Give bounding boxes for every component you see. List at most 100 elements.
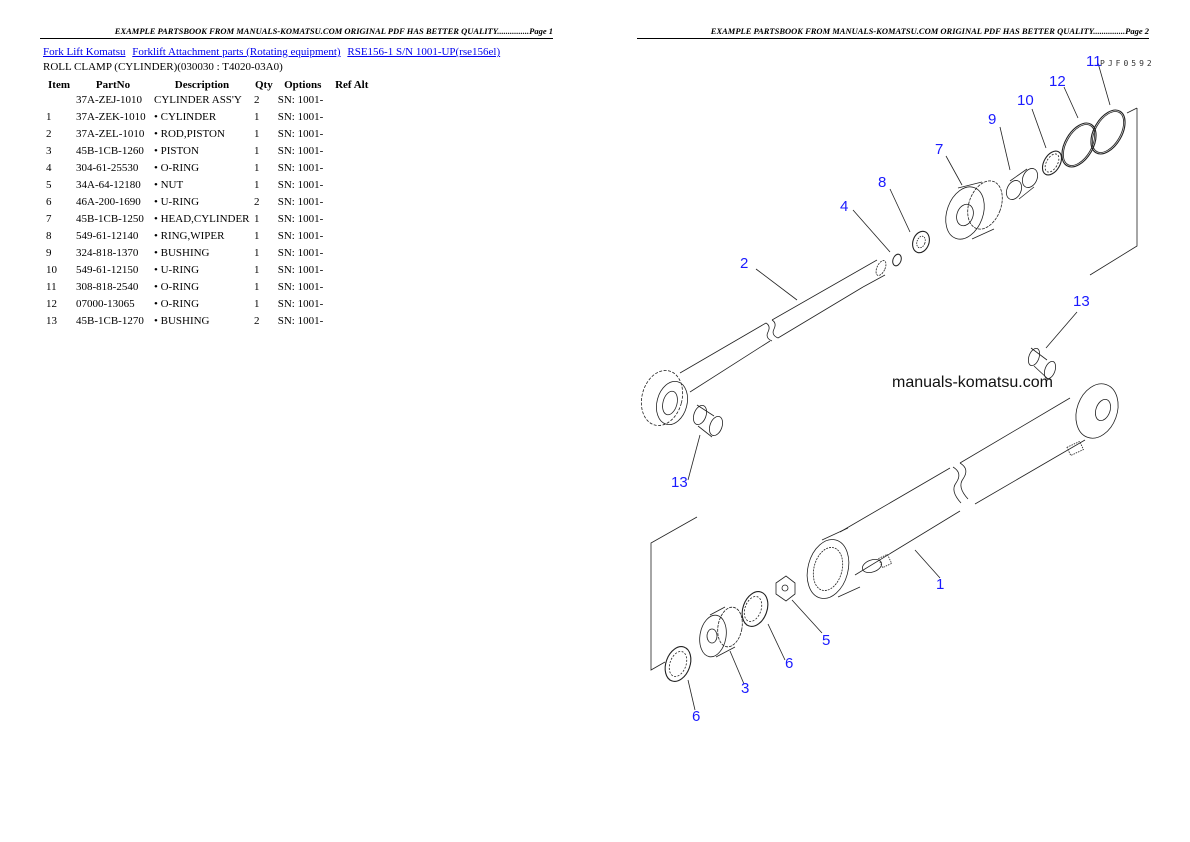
page-title: ROLL CLAMP (CYLINDER)(030030 : T4020-03A… <box>43 61 283 73</box>
cell-options: SN: 1001- <box>277 281 324 293</box>
callout-10: 10 <box>1017 92 1034 109</box>
cell-description: • BUSHING <box>154 247 210 259</box>
column-header-ref-alt: Ref Alt <box>335 78 369 91</box>
cell-item: 6 <box>46 196 52 208</box>
cell-ref-alt <box>330 109 374 126</box>
page2-header: EXAMPLE PARTSBOOK FROM MANUALS-KOMATSU.C… <box>637 26 1149 39</box>
callout-3: 3 <box>741 680 749 697</box>
cell-qty: 2 <box>254 196 260 208</box>
breadcrumb-link-rse156-model[interactable]: RSE156-1 S/N 1001-UP(rse156el) <box>347 46 501 58</box>
cell-ref-alt <box>330 296 374 313</box>
cell-ref-alt <box>330 177 374 194</box>
cell-options: SN: 1001- <box>277 264 324 276</box>
cell-item: 1 <box>46 111 52 123</box>
cell-options: SN: 1001- <box>277 247 324 259</box>
cell-qty: 1 <box>254 213 260 225</box>
cell-ref-alt <box>330 228 374 245</box>
cell-item: 8 <box>46 230 52 242</box>
callout-4: 4 <box>840 198 848 215</box>
cell-qty: 1 <box>254 179 260 191</box>
cell-options: SN: 1001- <box>277 128 324 140</box>
cell-item <box>44 92 74 109</box>
cell-description: • HEAD,CYLINDER <box>154 213 250 225</box>
cell-ref-alt <box>330 262 374 279</box>
cell-partno: 37A-ZEL-1010 <box>76 128 145 140</box>
cell-description: • CYLINDER <box>154 111 217 123</box>
cell-ref-alt <box>330 160 374 177</box>
parts-table: Item PartNo Description Qty Options Ref … <box>44 77 374 347</box>
callout-6-right: 6 <box>785 655 793 672</box>
watermark-text: manuals-komatsu.com <box>892 374 1053 391</box>
table-row: 13 45B-1CB-1270 • BUSHING 2 SN: 1001- <box>44 313 374 330</box>
callout-9: 9 <box>988 111 996 128</box>
drawing-code: PJF0592 <box>1100 59 1155 68</box>
cell-description: CYLINDER ASS'Y <box>154 94 242 106</box>
breadcrumb-link-forklift-attachment-parts[interactable]: Forklift Attachment parts (Rotating equi… <box>132 46 341 58</box>
table-row: 10 549-61-12150 • U-RING 1 SN: 1001- <box>44 262 374 279</box>
breadcrumb-link-fork-lift-komatsu[interactable]: Fork Lift Komatsu <box>43 46 126 58</box>
cell-description <box>152 330 252 347</box>
cell-options: SN: 1001- <box>277 179 324 191</box>
cell-ref-alt <box>330 194 374 211</box>
cylinder-drawing: PJF0592 <box>640 53 1155 725</box>
page1-header: EXAMPLE PARTSBOOK FROM MANUALS-KOMATSU.C… <box>40 26 553 39</box>
cell-partno <box>74 330 152 347</box>
cell-item: 3 <box>46 145 52 157</box>
cell-description: • BUSHING <box>154 315 210 327</box>
cell-ref-alt <box>330 92 374 109</box>
cell-description: • U-RING <box>154 196 200 208</box>
table-row: 7 45B-1CB-1250 • HEAD,CYLINDER 1 SN: 100… <box>44 211 374 228</box>
cell-description: • ROD,PISTON <box>154 128 225 140</box>
cell-ref-alt <box>330 313 374 330</box>
cell-description: • NUT <box>154 179 184 191</box>
column-header-qty: Qty <box>255 78 273 91</box>
cell-partno: 34A-64-12180 <box>76 179 141 191</box>
table-row: 5 34A-64-12180 • NUT 1 SN: 1001- <box>44 177 374 194</box>
cell-options: SN: 1001- <box>277 298 324 310</box>
cell-options: SN: 1001- <box>277 196 324 208</box>
cell-qty: 1 <box>254 111 260 123</box>
cell-ref-alt <box>330 211 374 228</box>
cell-qty: 1 <box>254 247 260 259</box>
cell-qty: 1 <box>254 264 260 276</box>
cell-qty: 1 <box>254 145 260 157</box>
cell-qty: 2 <box>254 315 260 327</box>
cell-options: SN: 1001- <box>277 315 324 327</box>
cell-options: SN: 1001- <box>277 94 324 106</box>
cell-description: • RING,WIPER <box>154 230 225 242</box>
cell-options: SN: 1001- <box>277 162 324 174</box>
column-header-partno: PartNo <box>95 78 131 91</box>
table-row: 37A-ZEJ-1010 CYLINDER ASS'Y 2 SN: 1001- <box>44 92 374 109</box>
cell-description: • O-RING <box>154 281 200 293</box>
table-row: 4 304-61-25530 • O-RING 1 SN: 1001- <box>44 160 374 177</box>
cell-item: 9 <box>46 247 52 259</box>
cell-ref-alt <box>330 126 374 143</box>
cell-options: SN: 1001- <box>277 145 324 157</box>
cell-item: 7 <box>46 213 52 225</box>
cell-options <box>276 330 330 347</box>
table-row: 9 324-818-1370 • BUSHING 1 SN: 1001- <box>44 245 374 262</box>
table-row: 2 37A-ZEL-1010 • ROD,PISTON 1 SN: 1001- <box>44 126 374 143</box>
cell-description: • PISTON <box>154 145 199 157</box>
callout-2: 2 <box>740 255 748 272</box>
cell-partno: 549-61-12140 <box>76 230 139 242</box>
cell-description: • O-RING <box>154 162 200 174</box>
cell-item: 5 <box>46 179 52 191</box>
cell-partno: 308-818-2540 <box>76 281 139 293</box>
cell-partno: 07000-13065 <box>76 298 135 310</box>
callout-1: 1 <box>936 576 944 593</box>
cell-partno: 45B-1CB-1260 <box>76 145 144 157</box>
cell-partno: 45B-1CB-1270 <box>76 315 144 327</box>
breadcrumb: Fork Lift Komatsu Forklift Attachment pa… <box>43 45 504 59</box>
cell-partno: 37A-ZEJ-1010 <box>76 94 142 106</box>
column-header-item: Item <box>48 78 70 91</box>
callout-12: 12 <box>1049 73 1066 90</box>
cell-item: 4 <box>46 162 52 174</box>
column-header-description: Description <box>174 78 230 91</box>
cell-item <box>44 330 74 347</box>
cell-partno: 304-61-25530 <box>76 162 139 174</box>
cell-partno: 46A-200-1690 <box>76 196 141 208</box>
cell-qty <box>252 330 276 347</box>
table-row: 6 46A-200-1690 • U-RING 2 SN: 1001- <box>44 194 374 211</box>
cell-partno: 324-818-1370 <box>76 247 139 259</box>
